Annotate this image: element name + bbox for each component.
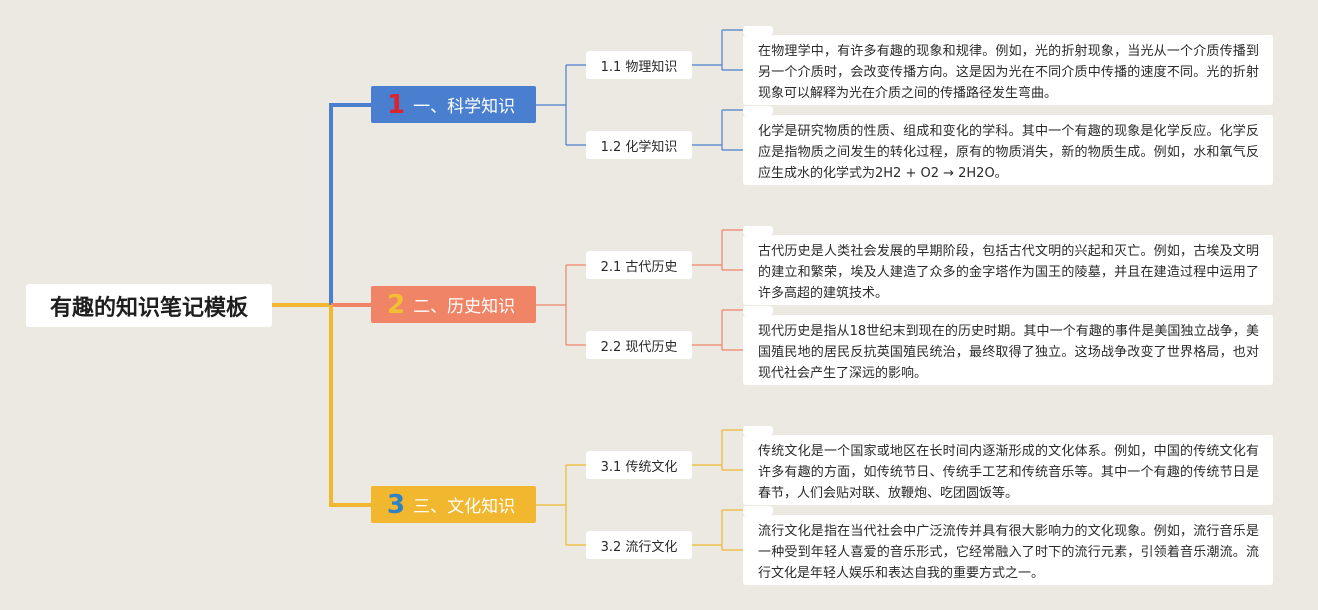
branch-label: 三、文化知识 [413,497,516,517]
trunk-culture [329,305,371,507]
note-chemistry[interactable]: 化学是研究物质的性质、组成和变化的学科。其中一个有趣的现象是化学反应。化学反应是… [743,115,1273,185]
note-text: 传统文化是一个国家或地区在长时间内逐渐形成的文化体系。例如，中国的传统文化有许多… [758,444,1259,501]
number-badge: 3 [387,489,406,520]
note-modern-history[interactable]: 现代历史是指从18世纪末到现在的历史时期。其中一个有趣的事件是美国独立战争，美国… [743,315,1273,385]
root-title: 有趣的知识笔记模板 [49,295,248,321]
note-text: 在物理学中，有许多有趣的现象和规律。例如，光的折射现象，当光从一个介质传播到另一… [758,44,1259,101]
note-tab [743,426,773,435]
subtopic-label: 2.1 古代历史 [600,259,678,275]
branch-label: 一、科学知识 [413,97,516,117]
subtopic-pop-culture[interactable]: 3.2 流行文化 [586,531,692,559]
note-physics[interactable]: 在物理学中，有许多有趣的现象和规律。例如，光的折射现象，当光从一个介质传播到另一… [743,35,1273,105]
link-science-notes [692,29,743,151]
note-tab [743,506,773,515]
branch-culture[interactable]: 3 三、文化知识 [371,486,536,523]
note-tab [743,226,773,235]
link-culture-notes [692,429,743,551]
note-tab [743,26,773,35]
note-pop-culture[interactable]: 流行文化是指在当代社会中广泛流传并具有很大影响力的文化现象。例如，流行音乐是一种… [743,515,1273,585]
subtopic-ancient-history[interactable]: 2.1 古代历史 [586,251,692,279]
subtopic-label: 3.1 传统文化 [600,459,678,475]
branch-history[interactable]: 2 二、历史知识 [371,286,536,323]
trunk-science [329,103,371,305]
number-badge: 2 [387,289,406,320]
subtopic-label: 2.2 现代历史 [600,339,678,355]
root-topic[interactable]: 有趣的知识笔记模板 [26,284,272,327]
note-ancient-history[interactable]: 古代历史是人类社会发展的早期阶段，包括古代文明的兴起和灭亡。例如，古埃及文明的建… [743,235,1273,305]
note-text: 古代历史是人类社会发展的早期阶段，包括古代文明的兴起和灭亡。例如，古埃及文明的建… [758,244,1259,301]
note-tab [743,106,773,115]
subtopic-chemistry[interactable]: 1.2 化学知识 [586,131,692,159]
note-text: 流行文化是指在当代社会中广泛流传并具有很大影响力的文化现象。例如，流行音乐是一种… [758,524,1259,581]
branch-science[interactable]: 1 一、科学知识 [371,86,536,123]
subtopic-label: 1.1 物理知识 [600,59,678,75]
subtopic-label: 3.2 流行文化 [600,539,678,555]
subtopic-modern-history[interactable]: 2.2 现代历史 [586,331,692,359]
link-culture-subs [536,464,586,546]
number-badge: 1 [387,89,406,120]
note-text: 化学是研究物质的性质、组成和变化的学科。其中一个有趣的现象是化学反应。化学反应是… [758,124,1259,181]
subtopic-physics[interactable]: 1.1 物理知识 [586,51,692,79]
subtopic-traditional-culture[interactable]: 3.1 传统文化 [586,451,692,479]
note-text: 现代历史是指从18世纪末到现在的历史时期。其中一个有趣的事件是美国独立战争，美国… [758,324,1259,381]
note-traditional-culture[interactable]: 传统文化是一个国家或地区在长时间内逐渐形成的文化体系。例如，中国的传统文化有许多… [743,435,1273,505]
link-science-subs [536,64,586,146]
link-history-notes [692,229,743,351]
subtopic-label: 1.2 化学知识 [600,139,678,155]
branch-label: 二、历史知识 [413,297,516,317]
link-history-subs [536,264,586,346]
note-tab [743,306,773,315]
